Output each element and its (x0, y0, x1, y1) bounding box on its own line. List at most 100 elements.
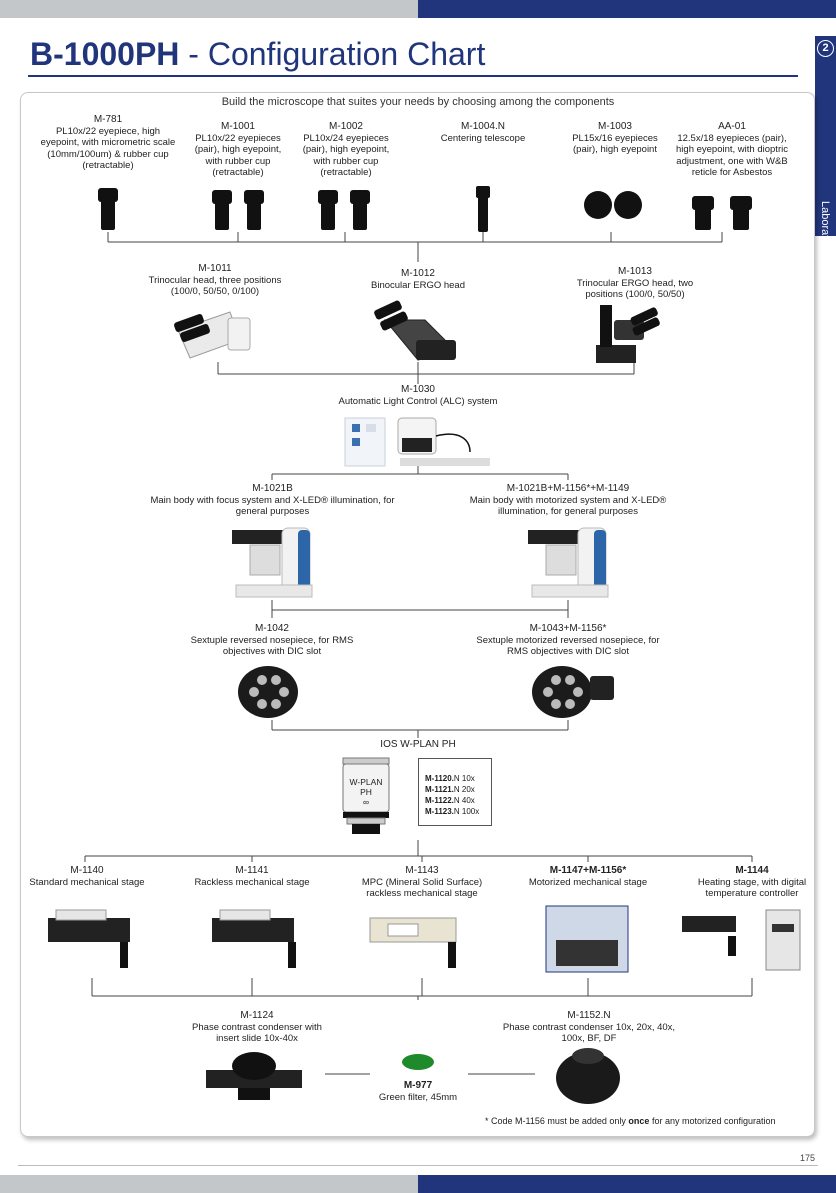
eyepiece-m1004n[interactable]: M-1004.N Centering telescope (423, 121, 543, 144)
objective-code: M-1121. (425, 785, 454, 794)
product-desc: Phase contrast condenser 10x, 20x, 40x, … (502, 1021, 676, 1045)
chart-panel (20, 92, 815, 1137)
product-desc: Trinocular ERGO head, two positions (100… (576, 277, 694, 301)
model-name: B-1000PH (30, 36, 180, 72)
product-code: M-1001 (221, 121, 255, 132)
product-code: M-1002 (329, 121, 363, 132)
product-code: M-1140 (70, 865, 104, 876)
product-code: AA-01 (718, 121, 746, 132)
page-title: B-1000PH - Configuration Chart (30, 36, 485, 73)
product-code: M-977 (403, 1080, 433, 1091)
product-code: M-1011 (198, 263, 232, 274)
head-m1013[interactable]: M-1013 Trinocular ERGO head, two positio… (562, 266, 708, 301)
product-desc: MPC (Mineral Solid Surface) rackless mec… (361, 876, 483, 900)
product-desc: Green filter, 45mm (378, 1091, 458, 1103)
product-code: M-1021B+M-1156*+M-1149 (506, 483, 630, 494)
objective-label-line: PH (360, 787, 372, 797)
objective-mag: N 100x (453, 807, 480, 816)
footnote-text: for any motorized configuration (649, 1116, 776, 1126)
product-code: M-1021B (252, 483, 293, 494)
product-code: M-1144 (735, 865, 769, 876)
product-code: M-1143 (405, 865, 439, 876)
eyepiece-m1003[interactable]: M-1003 PL15x/16 eyepieces (pair), high e… (565, 121, 665, 156)
stage-m1141[interactable]: M-1141 Rackless mechanical stage (190, 865, 314, 888)
bottom-gray-bar (0, 1175, 418, 1193)
section-tab[interactable]: 2 Laboratory (815, 36, 836, 254)
product-code: M-1012 (401, 268, 435, 279)
objective-item[interactable]: M-1122.N 40x (425, 795, 491, 806)
objectives-list: M-1120.N 10x M-1121.N 20x M-1122.N 40x M… (418, 758, 492, 826)
product-desc: Trinocular head, three positions (100/0,… (148, 274, 282, 298)
product-code: M-1042 (255, 623, 289, 634)
product-code: M-1043+M-1156* (529, 623, 607, 634)
head-m1012[interactable]: M-1012 Binocular ERGO head (358, 268, 478, 291)
condenser-m1124[interactable]: M-1124 Phase contrast condenser with ins… (184, 1010, 330, 1045)
product-desc: PL10x/22 eyepiece, high eyepoint, with m… (40, 125, 176, 172)
body-m1021b-motorized[interactable]: M-1021B+M-1156*+M-1149 Main body with mo… (448, 483, 688, 518)
eyepiece-m781[interactable]: M-781 PL10x/22 eyepiece, high eyepoint, … (40, 114, 176, 172)
alc-m1030[interactable]: M-1030 Automatic Light Control (ALC) sys… (318, 384, 518, 407)
stage-m1144[interactable]: M-1144 Heating stage, with digital tempe… (690, 865, 814, 900)
eyepiece-aa01[interactable]: AA-01 12.5x/18 eyepieces (pair), high ey… (668, 121, 796, 179)
objectives-title: IOS W-PLAN PH (380, 739, 456, 750)
product-desc: PL10x/24 eyepieces (pair), high eyepoint… (302, 132, 390, 179)
product-desc: Sextuple motorized reversed nosepiece, f… (476, 634, 660, 658)
objective-mag: N 40x (453, 796, 475, 805)
page-number: 175 (800, 1153, 816, 1163)
product-desc: Main body with motorized system and X-LE… (469, 494, 667, 518)
objective-mag: N 10x (453, 774, 475, 783)
objective-item[interactable]: M-1120.N 10x (425, 773, 491, 784)
objective-code: M-1120. (425, 774, 454, 783)
objective-mag: N 20x (453, 785, 475, 794)
objective-code: M-1122. (425, 796, 454, 805)
stage-m1140[interactable]: M-1140 Standard mechanical stage (22, 865, 152, 888)
footnote-emphasis: once (628, 1116, 650, 1126)
condenser-m1152n[interactable]: M-1152.N Phase contrast condenser 10x, 2… (498, 1010, 680, 1045)
product-desc: Main body with focus system and X-LED® i… (150, 494, 395, 518)
objective-code: M-1123. (425, 807, 454, 816)
product-code: M-781 (93, 114, 123, 125)
product-desc: Sextuple reversed nosepiece, for RMS obj… (190, 634, 354, 658)
objective-label-line: W-PLAN (349, 777, 383, 787)
product-desc: PL15x/16 eyepieces (pair), high eyepoint (572, 132, 658, 156)
product-desc: PL10x/22 eyepieces (pair), high eyepoint… (194, 132, 282, 179)
intro-text: Build the microscope that suites your ne… (221, 96, 615, 108)
product-desc: Centering telescope (440, 132, 526, 144)
product-desc: Binocular ERGO head (371, 279, 465, 291)
product-code: M-1003 (598, 121, 632, 132)
product-desc: Standard mechanical stage (29, 876, 145, 888)
body-m1021b[interactable]: M-1021B Main body with focus system and … (150, 483, 395, 518)
eyepiece-m1002[interactable]: M-1002 PL10x/24 eyepieces (pair), high e… (296, 121, 396, 179)
title-separator: - (179, 36, 208, 72)
stage-m1147[interactable]: M-1147+M-1156* Motorized mechanical stag… (518, 865, 658, 888)
product-code: M-1004.N (461, 121, 505, 132)
objective-item[interactable]: M-1121.N 20x (425, 784, 491, 795)
product-code: M-1147+M-1156* (549, 865, 627, 876)
product-code: M-1152.N (567, 1010, 611, 1021)
eyepiece-m1001[interactable]: M-1001 PL10x/22 eyepieces (pair), high e… (188, 121, 288, 179)
product-desc: Heating stage, with digital temperature … (697, 876, 807, 900)
product-code: M-1141 (235, 865, 269, 876)
product-desc: Rackless mechanical stage (194, 876, 310, 888)
product-code: M-1124 (240, 1010, 274, 1021)
product-code: M-1013 (618, 266, 652, 277)
head-m1011[interactable]: M-1011 Trinocular head, three positions … (140, 263, 290, 298)
nosepiece-m1042[interactable]: M-1042 Sextuple reversed nosepiece, for … (190, 623, 354, 658)
bottom-rule (18, 1165, 818, 1166)
bottom-blue-bar (418, 1175, 836, 1193)
stage-m1143[interactable]: M-1143 MPC (Mineral Solid Surface) rackl… (356, 865, 488, 900)
nosepiece-m1043[interactable]: M-1043+M-1156* Sextuple motorized revers… (470, 623, 666, 658)
section-number: 2 (817, 40, 834, 57)
product-desc: 12.5x/18 eyepieces (pair), high eyepoint… (676, 132, 788, 179)
top-blue-bar (418, 0, 836, 18)
objective-label: W-PLAN PH ∞ (343, 777, 389, 807)
section-label: Laboratory (819, 201, 831, 254)
product-desc: Phase contrast condenser with insert sli… (192, 1021, 322, 1045)
title-text: Configuration Chart (207, 36, 486, 72)
objective-item[interactable]: M-1123.N 100x (425, 806, 491, 817)
product-desc: Motorized mechanical stage (528, 876, 648, 888)
product-code: M-1030 (401, 384, 435, 395)
top-gray-bar (0, 0, 418, 18)
filter-m977[interactable]: M-977 Green filter, 45mm (360, 1080, 476, 1103)
footnote-text: * Code M-1156 must be added only (485, 1116, 629, 1126)
